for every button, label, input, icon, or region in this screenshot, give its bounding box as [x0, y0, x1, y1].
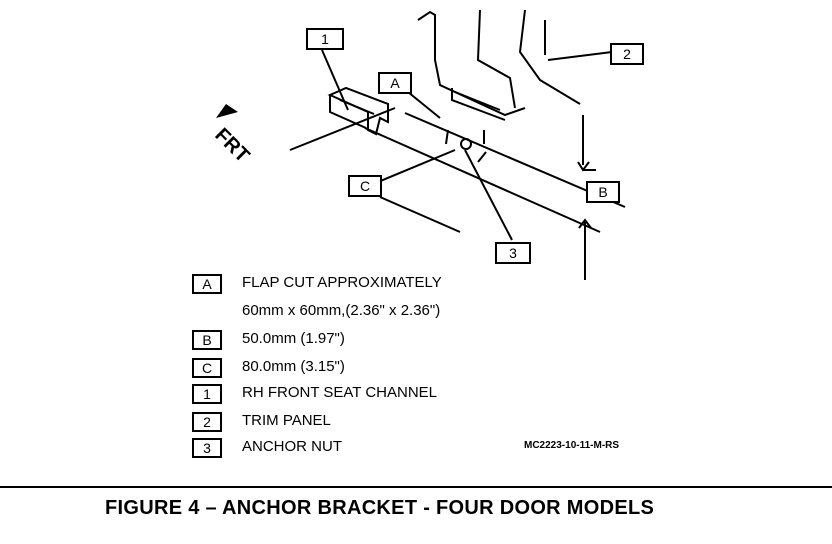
seat-channel — [327, 86, 389, 136]
front-arrow-icon — [216, 104, 238, 118]
legend-text-a: FLAP CUT APPROXIMATELY — [242, 274, 442, 291]
legend-text-2: TRIM PANEL — [242, 412, 331, 429]
legend-key-2: 2 — [192, 412, 222, 432]
figure-code: MC2223-10-11-M-RS — [524, 440, 620, 451]
legend-key-3: 3 — [192, 438, 222, 458]
legend-text-c: 80.0mm (3.15") — [242, 358, 345, 375]
leader-1 — [321, 49, 349, 111]
floor-line-3 — [379, 196, 461, 233]
figure-caption: FIGURE 4 – ANCHOR BRACKET - FOUR DOOR MO… — [105, 497, 655, 519]
callout-b: B — [586, 181, 620, 203]
legend-text-b: 50.0mm (1.97") — [242, 330, 345, 347]
callout-c: C — [348, 175, 382, 197]
leader-2 — [547, 51, 613, 61]
legend-text-1: RH FRONT SEAT CHANNEL — [242, 384, 438, 401]
leader-3 — [464, 149, 513, 241]
callout-a: A — [378, 72, 412, 94]
anchor-nut-shape — [460, 138, 472, 150]
legend-key-a: A — [192, 274, 222, 294]
legend-text-3: ANCHOR NUT — [242, 438, 342, 455]
floor-line-4 — [289, 107, 396, 151]
legend-subtext-a: 60mm x 60mm,(2.36" x 2.36") — [242, 302, 441, 319]
leader-a — [407, 91, 441, 119]
floor-line-1 — [364, 127, 601, 233]
legend-key-c: C — [192, 358, 222, 378]
callout-2: 2 — [610, 43, 644, 65]
callout-1: 1 — [306, 28, 344, 50]
divider — [0, 486, 832, 488]
trim-panel — [417, 10, 526, 117]
leader-c — [377, 149, 456, 183]
callout-3: 3 — [495, 242, 531, 264]
legend-key-b: B — [192, 330, 222, 350]
dim-b-line — [582, 115, 586, 280]
legend-key-1: 1 — [192, 384, 222, 404]
